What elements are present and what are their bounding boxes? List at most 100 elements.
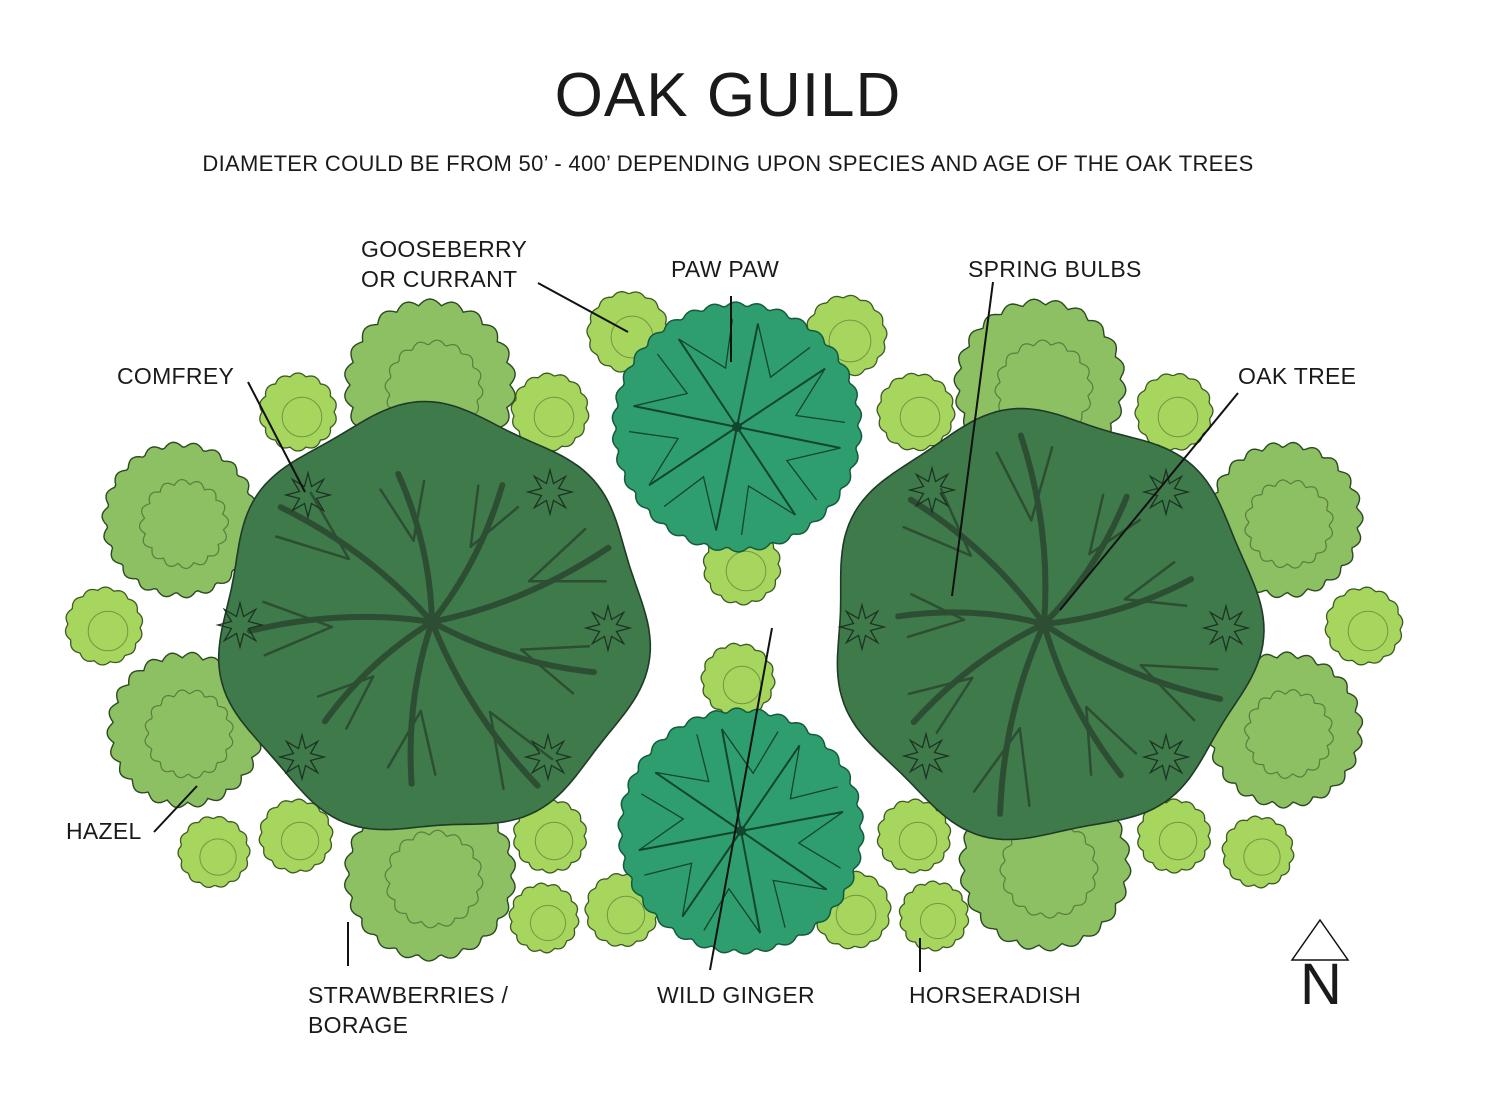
paw-paw-vein [703, 887, 761, 934]
oak-branch [1017, 432, 1049, 627]
small-shrub-detail [899, 396, 941, 438]
oak-twig [488, 710, 505, 791]
small-shrub-detail [835, 894, 877, 936]
oak-twig [274, 535, 351, 561]
oak-twig [939, 487, 973, 557]
leader-line [1059, 392, 1239, 611]
small-shrub-detail [725, 550, 767, 592]
spring-bulb-icon [907, 465, 957, 515]
paw-paw-branch [740, 744, 801, 832]
oak-trunk [423, 613, 441, 631]
paw-paw-vein [785, 447, 841, 501]
leader-lines [153, 281, 1239, 972]
hazel-shrub [101, 441, 259, 599]
oak-branch [907, 496, 1047, 627]
small-shrub-detail [1347, 610, 1389, 652]
spring-bulb-icon [1201, 603, 1251, 653]
oak-tree [215, 400, 652, 831]
oak-twig [469, 505, 520, 548]
oak-branch [277, 504, 435, 625]
oak-branch [1041, 621, 1224, 702]
paw-paw-vein [797, 811, 844, 869]
oak-twig [316, 675, 375, 698]
oak-twig [906, 618, 966, 639]
paw-paw-branch [677, 338, 738, 428]
small-shrub [1134, 372, 1214, 452]
label-spring-bulbs: SPRING BULBS [968, 256, 1142, 282]
label-paw-paw: PAW PAW [671, 256, 780, 282]
small-shrub [177, 815, 251, 889]
north-label: N [1300, 952, 1342, 1017]
oak-branch [321, 619, 435, 725]
oak-twig [935, 676, 974, 734]
oak-twig [386, 709, 423, 769]
paw-paw-trunk [736, 826, 746, 836]
leader-line [709, 627, 773, 971]
oak-trunk [1035, 615, 1053, 633]
diagram-subtitle: DIAMETER COULD BE FROM 50’ - 400’ DEPEND… [202, 151, 1254, 176]
oak-branch [429, 619, 541, 789]
paw-paw-vein [794, 368, 845, 424]
oak-twig [519, 644, 591, 651]
hazel-shrub-detail [144, 689, 234, 779]
hazel-shrub-detail [1243, 688, 1335, 780]
oak-branch [1041, 621, 1124, 779]
oak-branch [407, 619, 435, 787]
small-shrub-detail [828, 319, 872, 363]
small-shrub-detail [280, 821, 320, 861]
paw-paw-tree [617, 707, 865, 955]
oak-branch [429, 544, 612, 625]
spring-bulb-icon [523, 732, 573, 782]
leader-line [951, 281, 994, 597]
oak-tree [836, 407, 1265, 841]
paw-paw-vein [629, 430, 680, 486]
paw-paw-branch [740, 830, 762, 934]
oak-twig [419, 709, 437, 776]
oak-twig [469, 484, 480, 548]
oak-branch [429, 482, 506, 625]
label-comfrey: COMFREY [117, 363, 235, 389]
oak-twig [263, 625, 334, 657]
small-shrub-detail [281, 396, 323, 438]
paw-paw-branch [633, 405, 738, 428]
hazel-shrub-detail [384, 829, 484, 929]
small-shrub-detail [87, 610, 129, 652]
oak-twig [345, 675, 375, 730]
paw-paw-trunk [732, 422, 742, 432]
oak-twig [1123, 598, 1188, 607]
paw-paw-vein [663, 475, 717, 531]
oak-twig [1088, 518, 1142, 556]
small-shrub [64, 586, 144, 666]
oak-branch [997, 621, 1047, 817]
paw-paw-branch [715, 426, 738, 531]
small-shrub-detail [1243, 838, 1281, 876]
small-shrub-detail [534, 821, 574, 861]
leader-line [153, 785, 198, 833]
north-arrow-icon [1290, 918, 1350, 961]
oak-twig [907, 676, 974, 696]
paw-paw-trees [611, 301, 865, 955]
oak-branch [1041, 493, 1130, 627]
oak-twig [262, 600, 334, 629]
paw-paw-vein [789, 745, 838, 800]
leader-line [247, 381, 306, 493]
small-shrub [510, 372, 590, 452]
paw-paw-vein [644, 862, 693, 917]
paw-paw-vein [633, 353, 689, 407]
small-shrub [700, 642, 776, 718]
oak-twig [902, 525, 973, 557]
paw-paw-vein [655, 734, 710, 783]
oak-branch [895, 609, 1047, 627]
paw-paw-vein [740, 484, 796, 535]
paw-paw-branch [736, 426, 841, 449]
small-shrub [508, 882, 580, 954]
small-shrub-detail [533, 396, 575, 438]
small-shrub-detail [199, 838, 237, 876]
oak-twig [1085, 705, 1138, 755]
paw-paw-tree [611, 301, 863, 553]
oak-trees [215, 400, 1265, 841]
oak-twig [1123, 560, 1176, 601]
label-horseradish: HORSERADISH [909, 982, 1081, 1008]
spring-bulb-icon [1141, 732, 1191, 782]
